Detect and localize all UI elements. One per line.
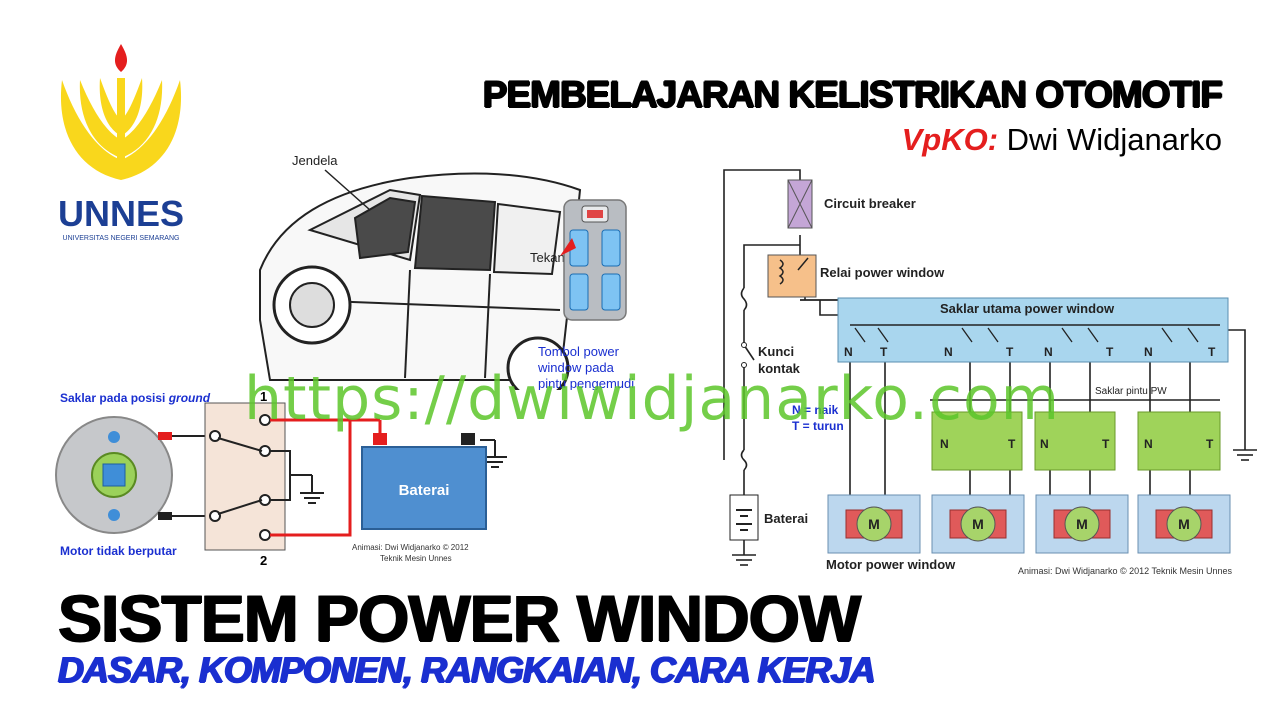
circuit-breaker-label: Circuit breaker — [824, 196, 916, 211]
battery-label: Baterai — [399, 482, 450, 499]
main-title: SISTEM POWER WINDOW — [58, 581, 861, 655]
switch-box — [204, 402, 286, 551]
door-switch-terminal-n-3: N — [1144, 437, 1153, 451]
logo-name: UNNES — [58, 193, 184, 234]
motor-disc — [55, 416, 173, 534]
button-caption-3: pintu pengemudi — [538, 376, 634, 390]
door-switch-terminal-t-1: T — [1008, 437, 1016, 451]
button-caption-1: Tombol power — [538, 344, 620, 359]
terminal-2-label: 2 — [260, 553, 267, 568]
ignition-label-2: kontak — [758, 361, 801, 376]
author-prefix: VpKO: — [901, 122, 999, 157]
header-author: VpKO: Dwi Widjanarko — [902, 122, 1222, 158]
main-switch-terminal-n-2: N — [944, 345, 953, 359]
switch-position-label: Saklar pada posisi ground — [60, 391, 211, 405]
relay-label: Relai power window — [820, 265, 945, 280]
motor-status-label: Motor tidak berputar — [60, 544, 177, 558]
main-switch-terminal-n-1: N — [844, 345, 853, 359]
ignition-label-1: Kunci — [758, 344, 794, 359]
door-switch-terminal-n-2: N — [1040, 437, 1049, 451]
motor-2-letter: M — [972, 516, 984, 532]
animation-credit-1: Animasi: Dwi Widjanarko © 2012 — [352, 543, 469, 552]
window-label: Jendela — [292, 153, 338, 168]
door-switches — [931, 411, 1221, 471]
legend-t: T = turun — [792, 419, 844, 433]
logo-subtitle: UNIVERSITAS NEGERI SEMARANG — [63, 235, 180, 242]
door-switch-terminal-t-3: T — [1206, 437, 1214, 451]
window-button-panel — [560, 199, 627, 321]
main-switch-terminal-n-3: N — [1044, 345, 1053, 359]
wiring-battery-label: Baterai — [764, 511, 808, 526]
animation-credit-2: Teknik Mesin Unnes — [380, 554, 452, 563]
door-switch-label: Saklar pintu PW — [1095, 386, 1167, 397]
main-switch-terminal-n-4: N — [1144, 345, 1153, 359]
subtitle: DASAR, KOMPONEN, RANGKAIAN, CARA KERJA — [58, 649, 876, 690]
author-name: Dwi Widjanarko — [1006, 122, 1222, 157]
button-caption-2: window pada — [537, 360, 615, 375]
motor-units — [827, 494, 1231, 554]
website-watermark[interactable]: https://dwiwidjanarko.com — [244, 364, 1061, 434]
legend-n: N = naik — [792, 403, 839, 417]
main-switch-terminal-t-3: T — [1106, 345, 1114, 359]
main-switch-terminal-t-1: T — [880, 345, 888, 359]
press-arrow-icon — [560, 238, 576, 256]
motor-power-window-label: Motor power window — [826, 557, 956, 572]
car-illustration: Jendela Tekan Tombol power window pada p… — [259, 153, 634, 390]
wiring-credit: Animasi: Dwi Widjanarko © 2012 Teknik Me… — [1018, 566, 1233, 576]
power-window-wiring-diagram: Circuit breaker Relai power window Kunci… — [723, 169, 1257, 576]
unnes-logo: UNNES UNIVERSITAS NEGERI SEMARANG — [58, 44, 184, 242]
door-switch-terminal-n-1: N — [940, 437, 949, 451]
relay-box — [767, 254, 817, 298]
logo-emblem — [60, 44, 182, 180]
motor-3-letter: M — [1076, 516, 1088, 532]
wiring-battery-box — [729, 494, 759, 541]
motor-4-letter: M — [1178, 516, 1190, 532]
car-rear-wheel — [506, 336, 570, 390]
main-switch-terminal-t-2: T — [1006, 345, 1014, 359]
main-switch-terminal-t-4: T — [1208, 345, 1216, 359]
window-switch-buttons — [569, 229, 621, 311]
ground-circuit: Saklar pada posisi ground 1 2 Baterai Mo… — [55, 389, 507, 568]
main-switch-label: Saklar utama power window — [940, 301, 1115, 316]
header-title: PEMBELAJARAN KELISTRIKAN OTOMOTIF — [482, 74, 1223, 115]
press-label: Tekan — [530, 250, 565, 265]
motor-1-letter: M — [868, 516, 880, 532]
door-switch-terminal-t-2: T — [1102, 437, 1110, 451]
terminal-1-label: 1 — [260, 389, 267, 404]
battery-box — [361, 446, 487, 530]
